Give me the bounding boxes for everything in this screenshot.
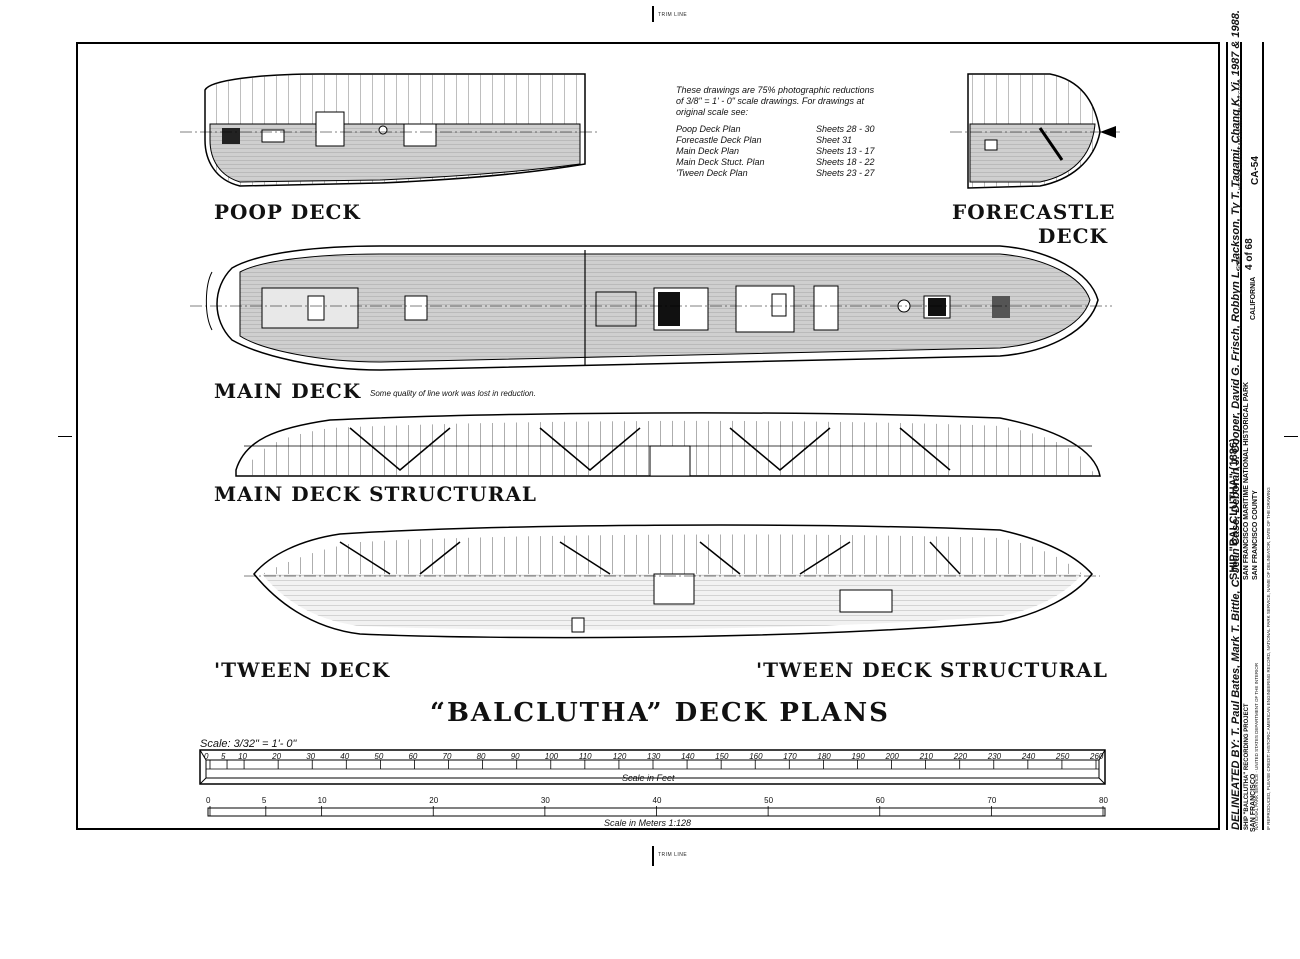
park-name: SAN FRANCISCO MARITIME NATIONAL HISTORIC…	[1243, 381, 1250, 580]
feet-tick-label: 110	[578, 752, 592, 761]
poop-deck-label: POOP DECK	[214, 200, 361, 224]
tween-deck-label: 'TWEEN DECK	[214, 658, 391, 682]
main-deck-structural-label: MAIN DECK STRUCTURAL	[214, 482, 537, 506]
notes-intro-1: These drawings are 75% photographic redu…	[676, 85, 875, 95]
feet-tick-label: 0	[204, 752, 209, 761]
notes-intro-2: of 3/8" = 1' - 0" scale drawings. For dr…	[676, 96, 864, 106]
forecastle-label-line1: FORECASTLE	[952, 200, 1116, 224]
feet-tick-label: 10	[238, 752, 247, 761]
feet-tick-label: 220	[953, 752, 968, 761]
meter-scale-caption: Scale in Meters 1:128	[604, 818, 692, 828]
feet-tick-label: 40	[340, 752, 350, 761]
meter-tick-label: 70	[987, 796, 997, 805]
feet-tick-label: 100	[544, 752, 559, 761]
meter-tick-label: 60	[875, 796, 885, 805]
top-trim-line-label: TRIM LINE	[658, 12, 688, 18]
notes-intro-3: original scale see:	[676, 107, 749, 117]
meter-tick-label: 5	[261, 796, 267, 805]
tween-deck-structural-label: 'TWEEN DECK STRUCTURAL	[756, 658, 1108, 682]
feet-tick-label: 250	[1055, 752, 1070, 761]
meter-tick-label: 50	[764, 796, 774, 805]
feet-tick-label: 60	[408, 752, 418, 761]
tween-deck-plan	[244, 524, 1100, 639]
feet-tick-label: 80	[476, 752, 486, 761]
record-label: HISTORIC AMERICAN ENGINEERING RECORD	[1238, 79, 1244, 190]
credit-note: IF REPRODUCED, PLEASE CREDIT: HISTORIC A…	[1266, 487, 1271, 830]
ship-title: SHIP "BALCLUTHA" (1886)	[1228, 438, 1240, 580]
feet-tick-label: 200	[885, 752, 899, 761]
deck-plans-drawing	[180, 73, 1120, 817]
meter-scale-bar	[207, 806, 1106, 817]
poop-deck-plan	[180, 73, 600, 187]
feet-scale-bar	[199, 749, 1106, 785]
city-name: SAN FRANCISCO	[1250, 773, 1257, 832]
state-name: CALIFORNIA	[1250, 276, 1257, 320]
feet-tick-label: 50	[374, 752, 384, 761]
county-name: SAN FRANCISCO COUNTY	[1252, 490, 1259, 580]
meter-tick-label: 10	[317, 796, 327, 805]
feet-scale-caption: Scale in Feet	[622, 773, 675, 783]
feet-tick-label: 90	[510, 752, 520, 761]
sheet-title: “BALCLUTHA” DECK PLANS	[430, 698, 890, 728]
feet-tick-label: 140	[681, 752, 695, 761]
title-block-border-right	[1262, 42, 1264, 830]
feet-tick-label: 260	[1090, 752, 1104, 761]
bottom-trim-line-label: TRIM LINE	[658, 852, 688, 858]
feet-tick-label: 20	[272, 752, 282, 761]
top-trim-tick	[652, 6, 654, 22]
title-block-border-left	[1226, 42, 1228, 830]
record-number: CA-54	[1250, 156, 1261, 185]
main-deck-note: Some quality of line work was lost in re…	[370, 389, 536, 398]
meter-tick-label: 20	[429, 796, 439, 805]
meter-tick-label: 80	[1099, 796, 1108, 805]
feet-tick-label: 30	[306, 752, 316, 761]
main-deck-label: MAIN DECK	[214, 379, 362, 403]
bottom-trim-tick	[652, 846, 654, 866]
feet-tick-label: 230	[987, 752, 1002, 761]
feet-tick-label: 130	[647, 752, 661, 761]
meter-tick-label: 40	[652, 796, 662, 805]
right-trim-tick	[1284, 436, 1298, 437]
meter-tick-label: 30	[540, 796, 550, 805]
left-trim-tick	[58, 436, 72, 437]
feet-tick-label: 170	[783, 752, 797, 761]
feet-tick-label: 120	[612, 752, 627, 761]
drawing-border	[76, 42, 1220, 830]
feet-tick-label: 70	[442, 752, 452, 761]
main-deck-structural-plan	[235, 412, 1101, 477]
sheet-number: 4 of 68	[1244, 238, 1255, 270]
feet-tick-label: 210	[919, 752, 933, 761]
feet-tick-label: 5	[221, 752, 226, 761]
feet-tick-label: 160	[749, 752, 763, 761]
scale-notes: These drawings are 75% photographic redu…	[676, 85, 976, 179]
feet-tick-label: 240	[1021, 752, 1036, 761]
forecastle-label-line2: DECK	[1038, 224, 1108, 248]
feet-tick-label: 190	[851, 752, 865, 761]
feet-tick-label: 180	[817, 752, 831, 761]
scale-title: Scale: 3/32" = 1'- 0"	[200, 738, 297, 750]
meter-tick-label: 0	[206, 796, 211, 805]
main-deck-plan	[190, 245, 1112, 371]
forecastle-deck-plan	[950, 73, 1120, 189]
title-block-divider	[1240, 42, 1242, 830]
sheet-label: SHEET	[1236, 253, 1242, 270]
feet-tick-label: 150	[715, 752, 729, 761]
drawing-sheet: TRIM LINE TRIM LINE	[58, 6, 1298, 866]
